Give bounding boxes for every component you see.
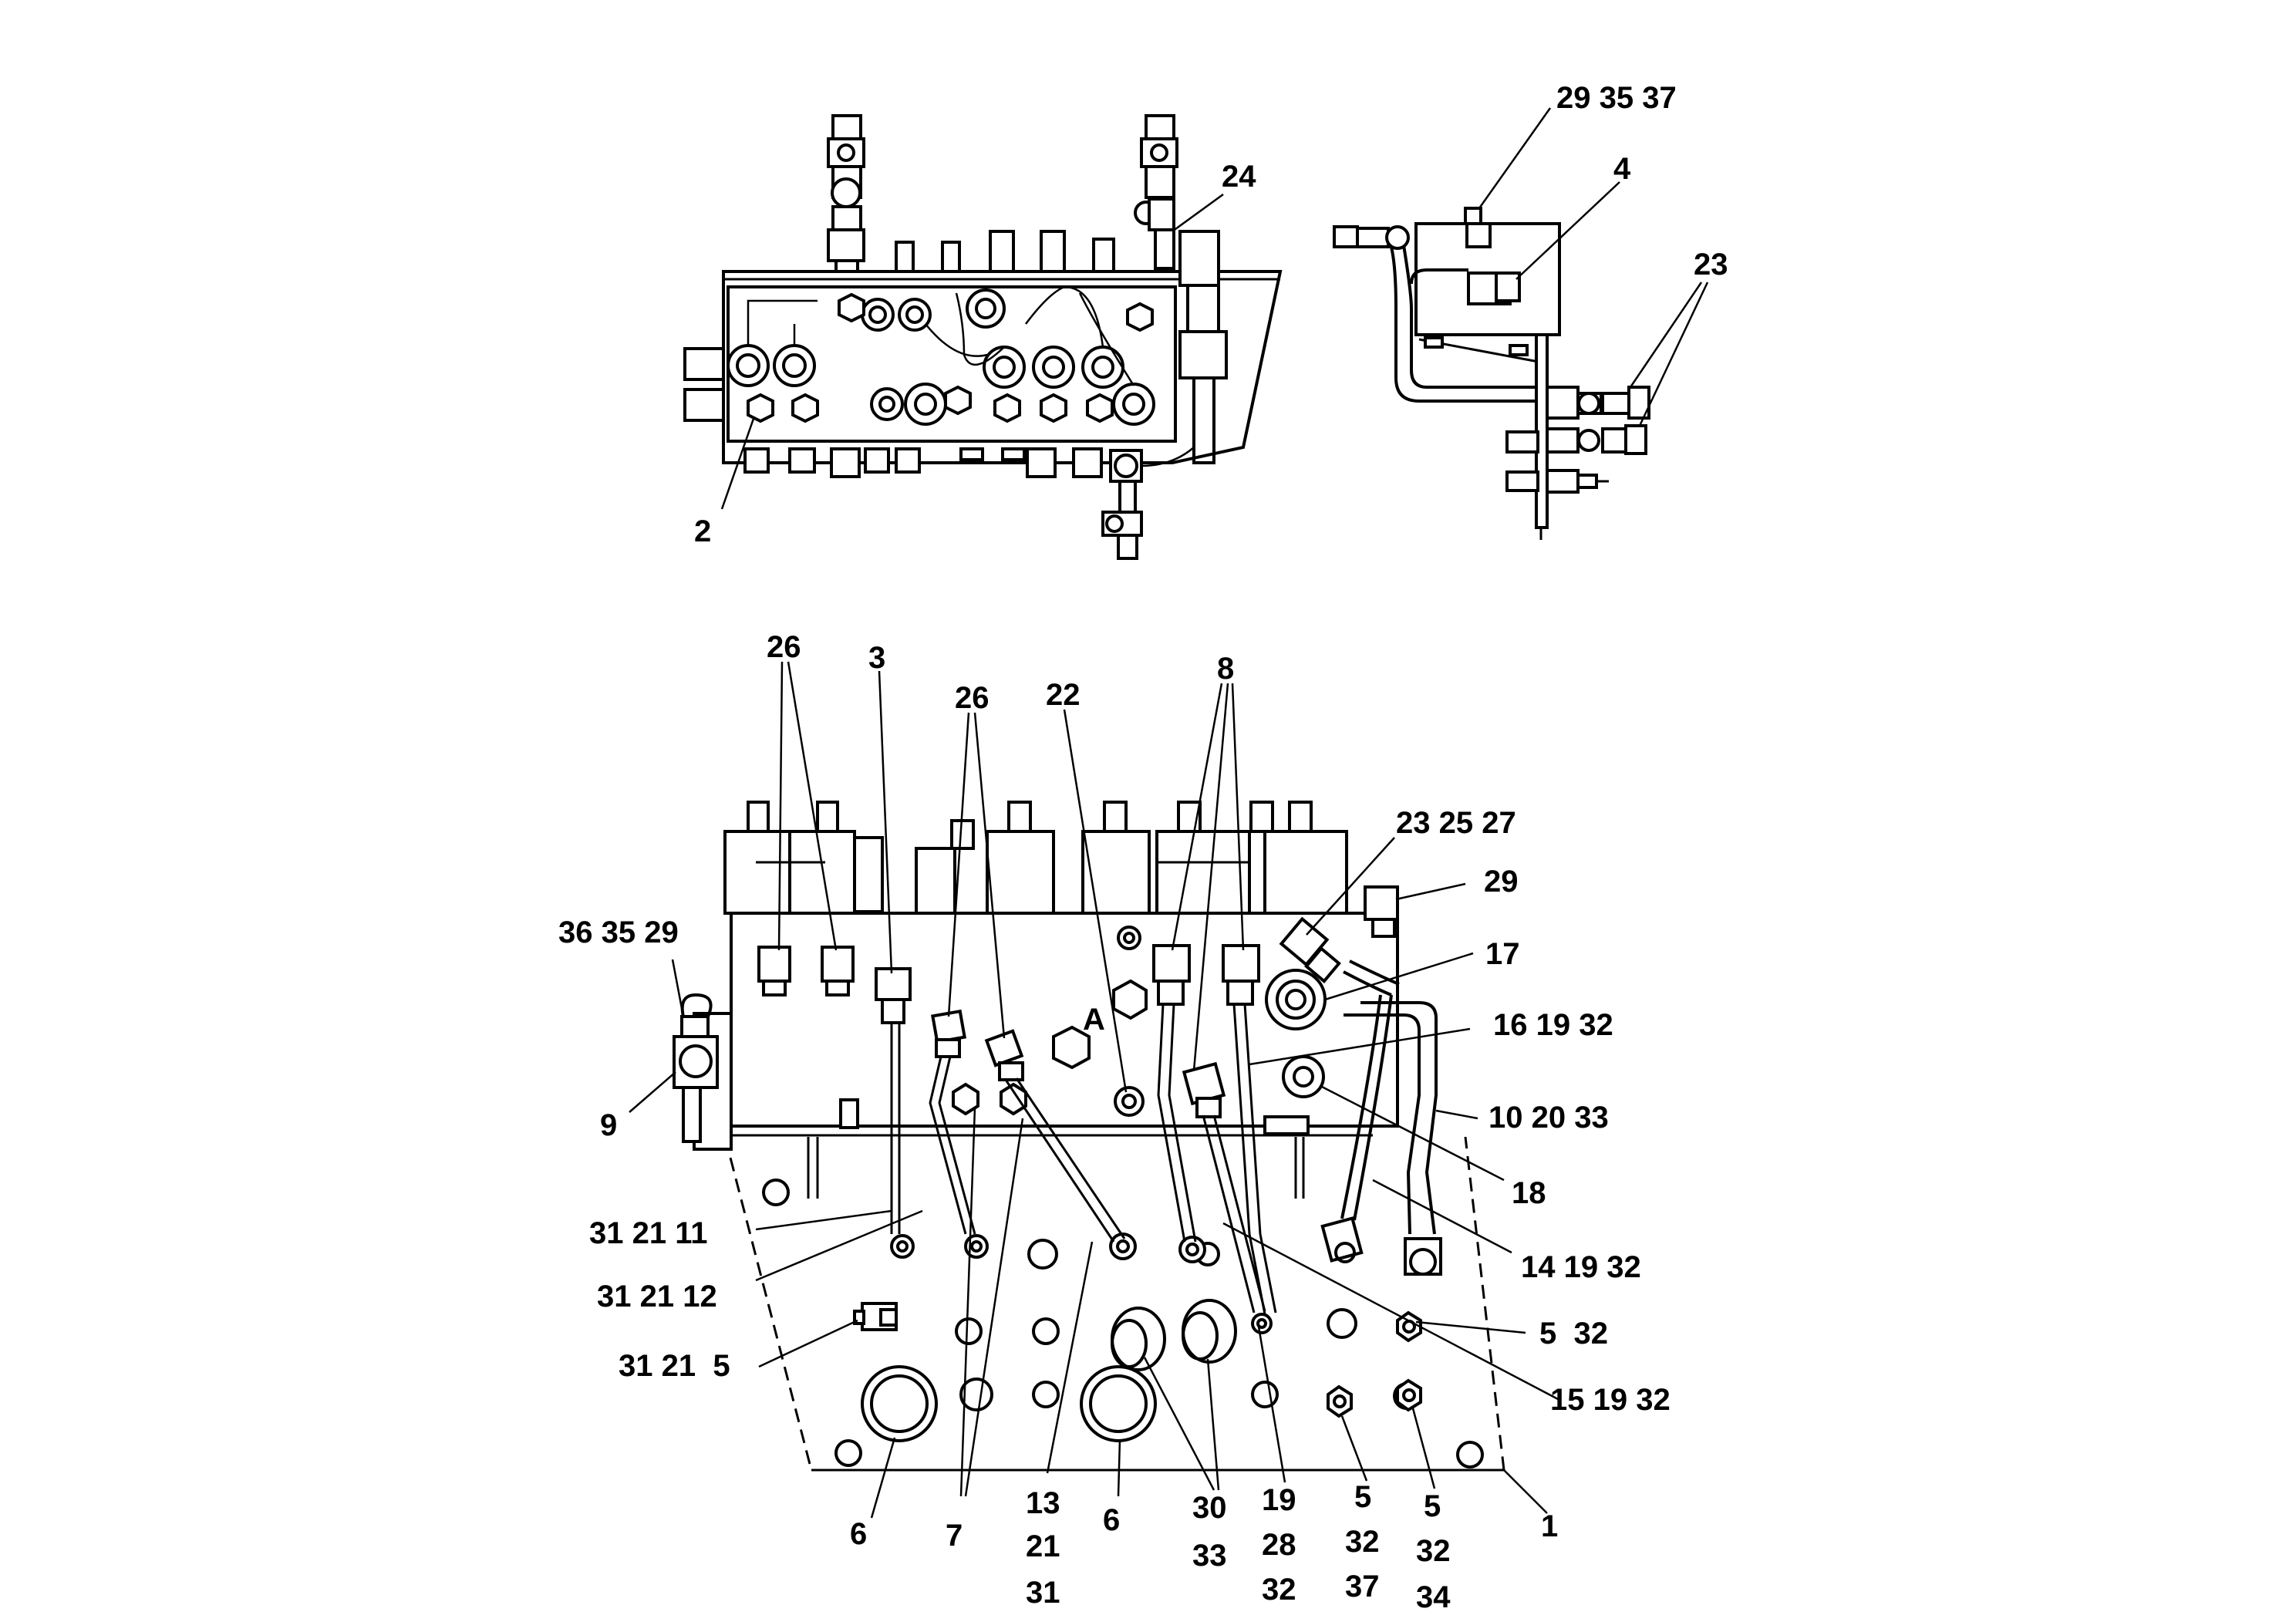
- callout-19: 19: [1262, 1483, 1296, 1517]
- tubes: [890, 959, 1442, 1315]
- callout-17: 17: [1485, 937, 1520, 971]
- callout-31-21-12: 31 21 12: [597, 1280, 717, 1313]
- callout-24: 24: [1222, 160, 1256, 194]
- callout-29: 29: [1484, 865, 1519, 899]
- main-view-valve-assembly: A: [673, 801, 1505, 1472]
- callout-7: 7: [946, 1519, 963, 1553]
- callout-23-25-27: 23 25 27: [1396, 806, 1516, 840]
- callout-36-35-29: 36 35 29: [558, 916, 679, 949]
- top-fitting-right: [1134, 114, 1178, 270]
- callout-22: 22: [1046, 678, 1081, 712]
- callout-16-19-32: 16 19 32: [1493, 1008, 1613, 1042]
- leader-lines: [629, 107, 1709, 1519]
- callout-32-col5a: 32: [1345, 1525, 1380, 1559]
- callout-6-right: 6: [1103, 1503, 1120, 1537]
- callout-34: 34: [1416, 1580, 1451, 1614]
- callout-30: 30: [1192, 1491, 1227, 1525]
- callout-9: 9: [600, 1108, 617, 1142]
- callout-21: 21: [1026, 1529, 1060, 1563]
- callout-labels: 29 35 37 4 23 24 2 26 3 26 22 8 23 25 27…: [558, 81, 1728, 1614]
- callout-31-21-5: 31 21 5: [619, 1349, 730, 1383]
- angled-fittings: [931, 885, 1399, 1118]
- callout-4: 4: [1613, 152, 1631, 186]
- callout-10-20-33: 10 20 33: [1489, 1101, 1609, 1135]
- callout-5-right: 5: [1424, 1489, 1441, 1523]
- callout-18: 18: [1512, 1176, 1546, 1210]
- top-fitting-left: [827, 114, 865, 273]
- plate-mark-a: A: [1083, 1003, 1105, 1037]
- callout-2: 2: [694, 514, 711, 548]
- callout-29-35-37-top: 29 35 37: [1556, 81, 1677, 115]
- callout-5-32: 5 32: [1539, 1317, 1608, 1351]
- callout-28: 28: [1262, 1528, 1296, 1562]
- callout-32-col19: 32: [1262, 1573, 1296, 1607]
- hex-fittings-5: [1327, 1310, 1422, 1418]
- valve-caps: [757, 944, 1260, 1024]
- callout-31-21-11: 31 21 11: [589, 1216, 708, 1250]
- callout-5-left: 5: [1354, 1480, 1371, 1514]
- callout-6-left: 6: [850, 1517, 867, 1551]
- callout-13: 13: [1026, 1486, 1060, 1520]
- callout-23-top: 23: [1694, 248, 1728, 282]
- callout-14-19-32: 14 19 32: [1521, 1250, 1641, 1284]
- callout-26-left: 26: [767, 630, 801, 664]
- callout-15-19-32: 15 19 32: [1550, 1383, 1671, 1417]
- callout-26-middle: 26: [955, 681, 990, 715]
- callout-37: 37: [1345, 1570, 1380, 1603]
- callout-8: 8: [1217, 652, 1234, 686]
- callout-3: 3: [868, 641, 885, 675]
- callout-33: 33: [1192, 1539, 1227, 1573]
- callout-1: 1: [1541, 1509, 1558, 1543]
- top-view-valve-block: [683, 114, 1283, 560]
- solenoid-coils: [723, 801, 1348, 915]
- callout-32-col5b: 32: [1416, 1534, 1451, 1568]
- callout-31: 31: [1026, 1576, 1060, 1610]
- top-view-bracket-assembly: [1333, 207, 1650, 540]
